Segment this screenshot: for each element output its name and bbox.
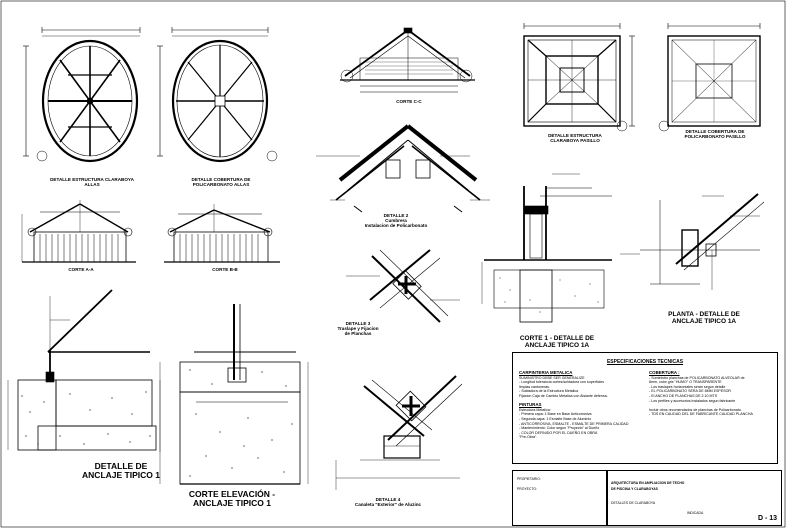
caption-skylight-cover: DETALLE COBERTURA DE POLICARBONATO PASIL… [684, 129, 746, 139]
spec-line: "Pre-Obra". [519, 435, 538, 440]
cobertura-title: COBERTURA : [649, 370, 680, 375]
caption-plan-anchor: PLANTA - DETALLE DE ANCLAJE TIPICO 1A [668, 311, 740, 325]
spec-line: 8mm, color gris "HUMO" O TRANSPARENTE [649, 380, 722, 385]
section-cc-drawing [340, 27, 475, 93]
caption-detail-2: DETALLE 2 Cumbrera Instalacion de Polica… [364, 213, 428, 228]
specs-left-column: CARPINTERIA METALICA SUMINISTRO DEBE SER… [519, 370, 628, 440]
carpinteria-title: CARPINTERIA METALICA [519, 370, 573, 375]
specs-right-column: COBERTURA : - Suministro planchas de POL… [649, 370, 753, 417]
oval-structure-drawing [23, 27, 141, 163]
spec-line: - Suministro planchas de POLICARBONATO A… [649, 375, 745, 380]
caption-oval-structure: DETALLE ESTRUCTURA CLARABOYA ALLAS [50, 177, 134, 187]
caption-section-1: CORTE 1 - DETALLE DE ANCLAJE TIPICO 1A [519, 335, 595, 349]
anchor-detail-1 [7, 289, 161, 452]
spec-line: - Primera capa: 1 Base en Base Anticorro… [519, 412, 592, 417]
spec-line: - Mantenimiento: Color segun "Proyecto" … [519, 426, 600, 431]
skylight-cover-plan [658, 23, 761, 132]
caption-section-cc: CORTE C-C [396, 99, 422, 104]
sheet-number: D - 13 [757, 515, 777, 522]
elevation-anchor-1 [159, 304, 309, 485]
cobertura-lines: - Suministro planchas de POLICARBONATO A… [649, 376, 753, 417]
detail-2-ridge [316, 124, 490, 213]
caption-anchor-1: DETALLE DE ANCLAJE TIPICO 1 [82, 461, 160, 480]
plan-anchor-1a [620, 193, 765, 290]
caption-section-aa: CORTE A-A [68, 267, 94, 272]
section-1-anchor [481, 173, 612, 323]
skylight-structure-plan [523, 23, 635, 132]
spec-line: - Segunda capa: 1 Esmalte Base de Alumin… [519, 416, 592, 421]
plan-name: DETALLES DE CLARABOYA [611, 501, 656, 505]
section-aa-drawing [21, 200, 136, 263]
spec-line: Estructura Metalica: [519, 407, 551, 412]
specifications-box: ESPECIFICACIONES TECNICAS CARPINTERIA ME… [512, 352, 778, 464]
caption-elevation: CORTE ELEVACIÓN - ANCLAJE TIPICO 1 [188, 489, 276, 508]
pinturas-lines: Estructura Metalica:- Primera capa: 1 Ba… [519, 408, 628, 440]
spec-line: - Soldadura de la Estructura Metalica [519, 389, 579, 394]
caption-oval-cover: DETALLE COBERTURA DE POLICARBONATO ALLAS [191, 177, 251, 187]
spec-line: limpias cantoneras. [519, 384, 550, 389]
spec-line: - Los traslapes horizontales seran segun… [649, 384, 726, 389]
spec-line: - Los perfiles y accesorios instalados s… [649, 398, 736, 403]
spec-line: - EL POLICARBONATO SERA DE 8MM ESPESOR [649, 389, 732, 394]
project-label: PROYECTO: [517, 487, 537, 491]
section-bb-drawing [164, 204, 280, 263]
caption-detail-4: DETALLE 4 Canaleta "Exterior" de Aluzinc [354, 497, 422, 507]
specs-title: ESPECIFICACIONES TECNICAS [606, 359, 684, 365]
owner-label: PROPIETARIO: [517, 477, 541, 481]
scale: INDICADA [687, 511, 704, 515]
spec-line: SUMINISTRO DEBE SER GENERALIZE [519, 375, 585, 380]
caption-detail-3: DETALLE 3 Traslape y Fijacion de Plancha… [337, 321, 379, 336]
pinturas-title: PINTURAS [519, 402, 542, 408]
titleblock-owner: PROPIETARIO: PROYECTO: [512, 470, 608, 526]
spec-line: Fijacion Caja de Cambio Metalica con Ais… [519, 393, 608, 398]
caption-skylight-structure: DETALLE ESTRUCTURA CLARABOYA PASILLO [548, 133, 602, 143]
project-line-2: DE PISCINA Y CLARABOYAS [611, 487, 658, 491]
spec-line: Incluir otros recomendados de planchas d… [649, 407, 742, 412]
oval-cover-drawing [157, 27, 278, 163]
spec-line: - ANTICORROSIVA, ESMALTE - ESMALTE DE PR… [519, 421, 629, 426]
spec-line: - El ANCHO DE PLANCHAS DE 2.10 MTS [649, 393, 718, 398]
spec-line: - TDS EN CALIDAD DEL DE FABRICANTE CALID… [649, 412, 753, 417]
spec-line: - Longitud tolerancia cortes/soldadura c… [519, 380, 605, 385]
detail-3-overlap [346, 249, 460, 323]
project-line-1: ARQUITECTURA EN AMPLIACION DE TECHO [611, 481, 685, 485]
titleblock: ARQUITECTURA EN AMPLIACION DE TECHO DE P… [606, 470, 782, 526]
carpinteria-lines: SUMINISTRO DEBE SER GENERALIZE- Longitud… [519, 376, 628, 399]
spec-line: - COLOR DEFINIDO POR EL DUEÑO EN OBRA [519, 430, 598, 435]
detail-4-gutter [335, 375, 463, 490]
caption-section-bb: CORTE B-B [212, 267, 238, 272]
